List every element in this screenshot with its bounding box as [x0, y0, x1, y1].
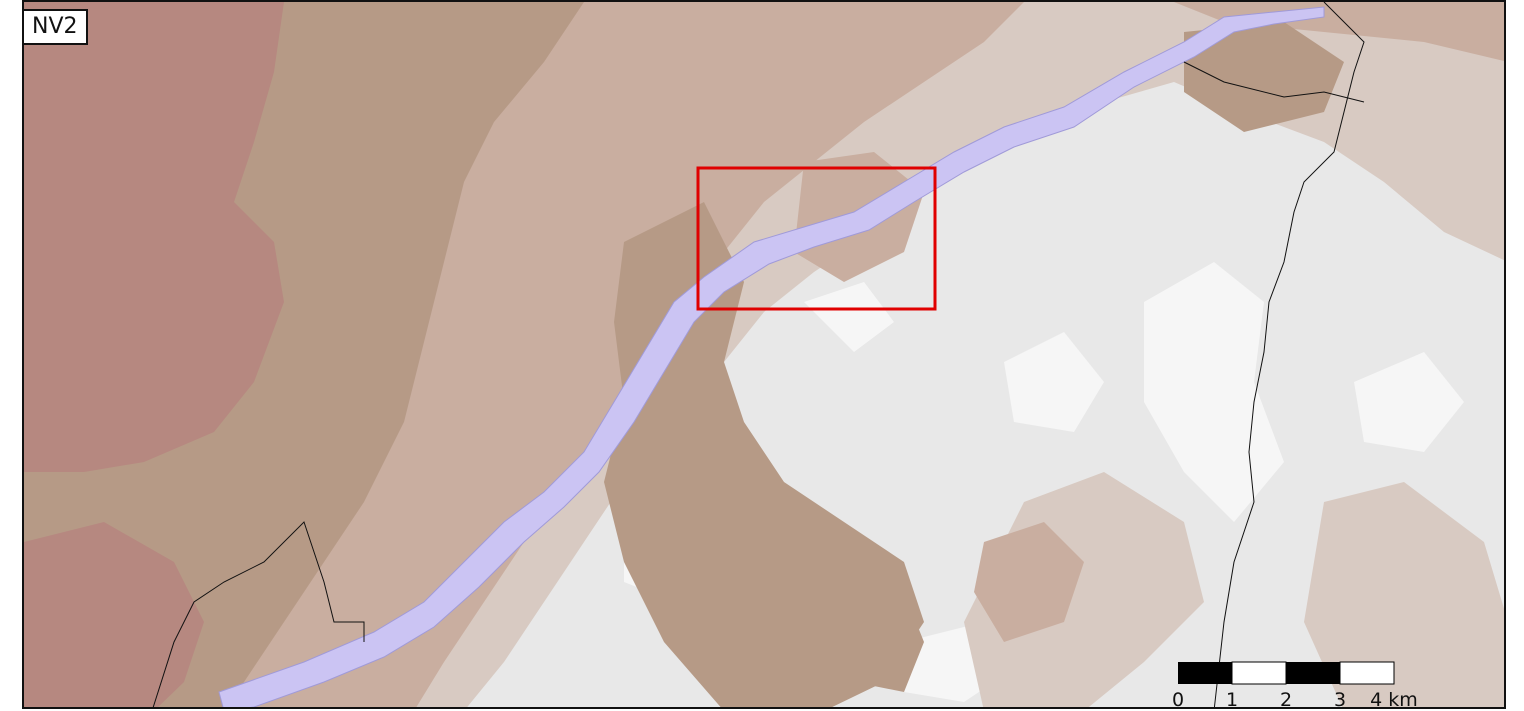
scale-tick-2: 2 — [1280, 689, 1292, 709]
scale-bar: 0 1 2 3 4 km — [1172, 661, 1418, 709]
elevation-band-low — [24, 2, 284, 707]
elevation-band-peak — [624, 262, 1464, 702]
river — [218, 6, 1325, 707]
administrative-border — [1213, 2, 1365, 707]
map-label: NV2 — [22, 9, 88, 45]
scale-bar-segment-2 — [1231, 661, 1287, 685]
scale-tick-0: 0 — [1172, 689, 1184, 709]
scale-tick-4: 4 km — [1370, 689, 1418, 709]
scale-bar-segment-3 — [1286, 662, 1340, 684]
terrain-map: 0 1 2 3 4 km — [24, 2, 1504, 709]
scale-bar-segment-1 — [1178, 662, 1232, 684]
scale-tick-1: 1 — [1226, 689, 1238, 709]
elevation-band-mid-low — [24, 2, 1344, 707]
administrative-border-3 — [152, 521, 365, 707]
highlight-rectangle[interactable] — [696, 166, 937, 311]
scale-tick-3: 3 — [1334, 689, 1346, 709]
scale-bar-segment-4 — [1339, 661, 1395, 685]
map-canvas[interactable]: 0 1 2 3 4 km — [22, 0, 1506, 709]
administrative-border-2 — [1183, 61, 1365, 103]
